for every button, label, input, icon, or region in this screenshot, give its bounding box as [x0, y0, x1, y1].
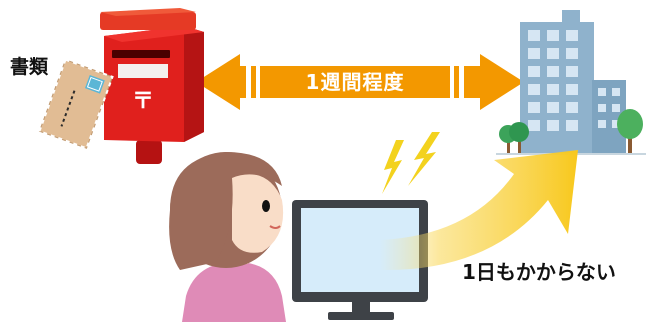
postbox-icon: 〒 — [100, 8, 204, 164]
envelope-icon — [38, 58, 114, 150]
mail-duration-label: 1週間程度 — [305, 70, 405, 94]
office-building-icon — [520, 10, 626, 154]
person-icon — [169, 152, 286, 322]
mail-duration-arrow — [196, 54, 524, 110]
lightning-icon — [382, 132, 440, 194]
tree-icon — [499, 109, 643, 154]
svg-text:〒: 〒 — [132, 89, 154, 114]
documents-label: 書類 — [10, 56, 49, 78]
online-duration-arrow — [380, 150, 578, 271]
online-duration-label: 1日もかからない — [462, 260, 616, 284]
